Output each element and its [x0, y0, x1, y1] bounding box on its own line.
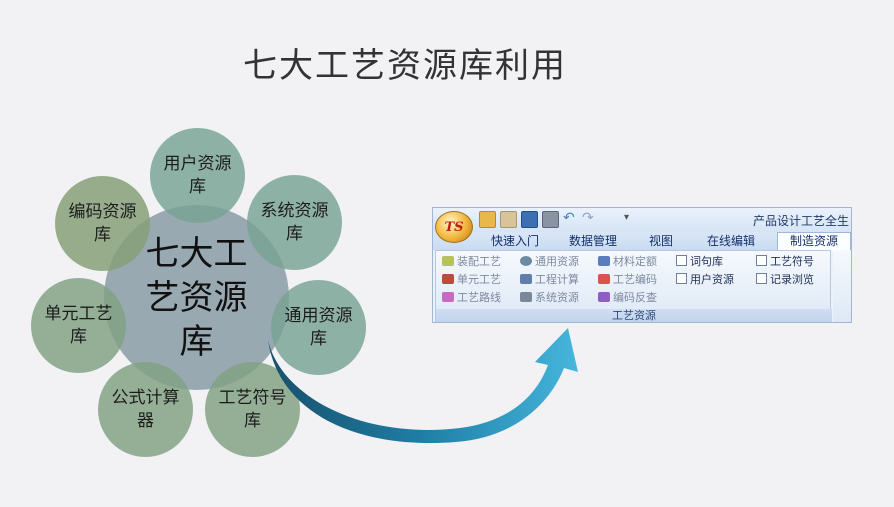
search-icon	[598, 291, 610, 302]
save-icon[interactable]	[521, 211, 538, 228]
route-icon	[442, 291, 454, 302]
tab-quick-start[interactable]: 快速入门	[490, 234, 539, 248]
qat-dropdown-icon[interactable]: ▾	[624, 212, 630, 223]
node-system-resource: 系统资源库	[247, 175, 342, 270]
print-icon[interactable]	[542, 211, 559, 228]
open-icon[interactable]	[479, 211, 496, 228]
ribbon-panel: 装配工艺 通用资源 材料定额 单元工艺 工程计算 工艺编码 工艺路线 系统资源	[435, 250, 832, 322]
material-quota-button[interactable]: 材料定额	[598, 253, 657, 268]
node-code-resource: 编码资源库	[55, 176, 150, 271]
system-icon	[520, 291, 532, 302]
record-browse-checkbox[interactable]: 记录浏览	[756, 271, 814, 286]
calc-icon	[520, 273, 532, 284]
engineering-calc-button[interactable]: 工程计算	[520, 271, 579, 286]
phrase-library-checkbox[interactable]: 词句库	[676, 253, 723, 268]
code-icon	[598, 273, 610, 284]
tab-manufacturing-resource[interactable]: 制造资源	[777, 232, 851, 251]
system-resource-button[interactable]: 系统资源	[520, 289, 579, 304]
node-formula-calculator: 公式计算器	[98, 362, 193, 457]
unit-icon	[442, 273, 454, 284]
app-title: 产品设计工艺全生	[752, 214, 849, 228]
arrow-shape	[268, 328, 578, 444]
group-label: 工艺资源	[436, 309, 832, 322]
code-reverse-lookup-button[interactable]: 编码反查	[598, 289, 657, 304]
assembly-icon	[442, 255, 454, 266]
ribbon-tabs: 快速入门 数据管理 视图 在线编辑 制造资源	[433, 232, 851, 251]
material-icon	[598, 255, 610, 266]
panel-right-edge	[833, 250, 851, 322]
tab-data-management[interactable]: 数据管理	[568, 234, 617, 248]
quick-access-toolbar: ↶ ↷ ▾ 产品设计工艺全生	[433, 208, 851, 232]
user-resource-checkbox[interactable]: 用户资源	[676, 271, 734, 286]
center-label: 七大工 艺资源 库	[145, 234, 248, 362]
assembly-process-button[interactable]: 装配工艺	[442, 253, 501, 268]
process-symbol-checkbox[interactable]: 工艺符号	[756, 253, 814, 268]
app-logo[interactable]: TS	[435, 211, 473, 243]
redo-icon[interactable]: ↷	[582, 210, 594, 226]
node-unit-process: 单元工艺库	[31, 278, 126, 373]
process-route-button[interactable]: 工艺路线	[442, 289, 501, 304]
undo-icon[interactable]: ↶	[563, 210, 575, 226]
unit-process-button[interactable]: 单元工艺	[442, 271, 501, 286]
node-general-resource: 通用资源库	[271, 280, 366, 375]
ribbon-toolbar: ↶ ↷ ▾ 产品设计工艺全生 TS 快速入门 数据管理 视图 在线编辑 制造资源…	[432, 207, 852, 323]
globe-icon	[520, 255, 532, 266]
slide-title: 七大工艺资源库利用	[243, 46, 567, 86]
tab-online-edit[interactable]: 在线编辑	[706, 234, 755, 248]
general-resource-button[interactable]: 通用资源	[520, 253, 579, 268]
process-code-button[interactable]: 工艺编码	[598, 271, 657, 286]
note-icon[interactable]	[500, 211, 517, 228]
tab-view[interactable]: 视图	[648, 234, 673, 248]
node-user-resource: 用户资源库	[150, 128, 245, 223]
